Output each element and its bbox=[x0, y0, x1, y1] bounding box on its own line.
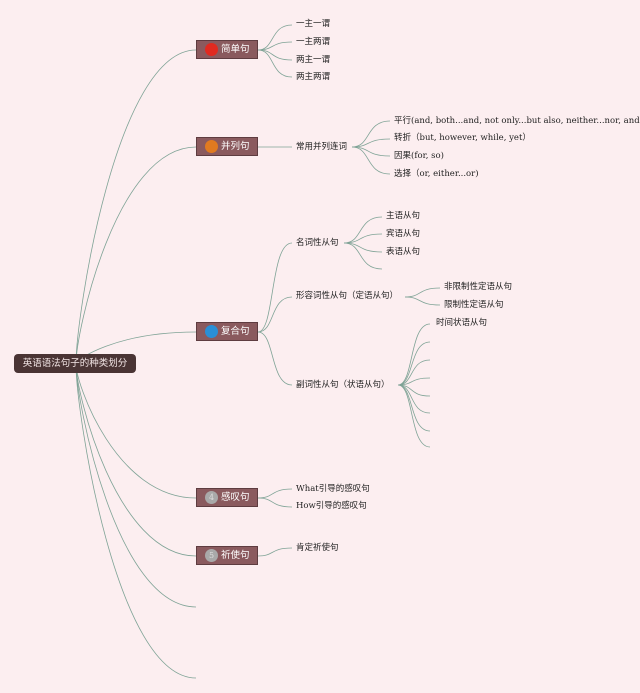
leaf-node[interactable]: 因果(for, so) bbox=[394, 151, 444, 161]
branch-complex-sentence[interactable]: 复合句 bbox=[196, 322, 258, 341]
root-branch-line bbox=[75, 363, 197, 557]
branch-label: 祈使句 bbox=[221, 550, 250, 561]
root-branch-line bbox=[75, 49, 197, 365]
leaf-node[interactable]: 两主一谓 bbox=[296, 55, 331, 65]
sub-node[interactable]: 常用并列连词 bbox=[296, 142, 348, 152]
branch-imperative-sentence[interactable]: 5 祈使句 bbox=[196, 546, 258, 565]
leaf-node[interactable]: 时间状语从句 bbox=[436, 318, 488, 328]
branch-exclamatory-sentence[interactable]: 4 感叹句 bbox=[196, 488, 258, 507]
leaf-node[interactable]: 一主两谓 bbox=[296, 37, 331, 47]
sub-node[interactable]: 副词性从句（状语从句） bbox=[296, 380, 390, 390]
sub-line bbox=[257, 296, 293, 333]
leaf-line bbox=[343, 233, 383, 244]
branch-compound-sentence[interactable]: 并列句 bbox=[196, 137, 258, 156]
branch-label: 感叹句 bbox=[221, 492, 250, 503]
leaf-node[interactable]: 表语从句 bbox=[386, 247, 421, 257]
branch-simple-sentence[interactable]: 简单句 bbox=[196, 40, 258, 59]
leaf-node[interactable]: 两主两谓 bbox=[296, 72, 331, 82]
leaf-line bbox=[404, 287, 441, 298]
leaf-line bbox=[343, 242, 383, 270]
leaf-line bbox=[257, 497, 293, 508]
leaf-line bbox=[397, 359, 431, 386]
branch-label: 复合句 bbox=[221, 326, 250, 337]
badge-5-icon: 5 bbox=[205, 549, 218, 562]
badge-2-icon bbox=[205, 140, 218, 153]
sub-node[interactable]: 名词性从句 bbox=[296, 238, 339, 248]
sub-node[interactable]: 形容词性从句（定语从句） bbox=[296, 291, 399, 301]
leaf-node[interactable]: 主语从句 bbox=[386, 211, 421, 221]
badge-3-icon bbox=[205, 325, 218, 338]
leaf-node[interactable]: 选择（or, either...or) bbox=[394, 169, 479, 179]
leaf-line bbox=[257, 488, 293, 499]
leaf-node[interactable]: How引导的感叹句 bbox=[296, 501, 367, 511]
leaf-node[interactable]: 转折（but, however, while, yet） bbox=[394, 133, 531, 143]
leaf-node[interactable]: What引导的感叹句 bbox=[296, 484, 370, 494]
leaf-line bbox=[397, 341, 431, 386]
leaf-line bbox=[343, 216, 383, 244]
leaf-line bbox=[397, 323, 431, 386]
sub-line bbox=[257, 242, 293, 333]
branch-label: 并列句 bbox=[221, 141, 250, 152]
leaf-line bbox=[257, 41, 293, 51]
sub-line bbox=[257, 331, 293, 386]
root-branch-line bbox=[75, 146, 197, 365]
leaf-line bbox=[257, 24, 293, 51]
badge-1-icon bbox=[205, 43, 218, 56]
badge-4-icon: 4 bbox=[205, 491, 218, 504]
leaf-node[interactable]: 非限制性定语从句 bbox=[444, 282, 513, 292]
leaf-line bbox=[351, 146, 391, 175]
leaf-node[interactable]: 宾语从句 bbox=[386, 229, 421, 239]
leaf-line bbox=[397, 384, 431, 448]
root-branch-line bbox=[75, 363, 197, 608]
leaf-line bbox=[351, 120, 391, 148]
root-branch-line bbox=[75, 363, 197, 679]
leaf-line bbox=[257, 49, 293, 78]
branch-label: 简单句 bbox=[221, 44, 250, 55]
leaf-line bbox=[404, 296, 441, 306]
leaf-line bbox=[257, 49, 293, 61]
root-node[interactable]: 英语语法句子的种类划分 bbox=[14, 354, 136, 373]
leaf-node[interactable]: 一主一谓 bbox=[296, 19, 331, 29]
leaf-line bbox=[351, 138, 391, 148]
leaf-node[interactable]: 肯定祈使句 bbox=[296, 543, 339, 553]
leaf-line bbox=[397, 384, 431, 414]
leaf-line bbox=[257, 547, 293, 557]
root-branch-line bbox=[75, 363, 197, 499]
leaf-node[interactable]: 平行(and, both...and, not only...but also,… bbox=[394, 116, 640, 126]
leaf-node[interactable]: 限制性定语从句 bbox=[444, 300, 504, 310]
